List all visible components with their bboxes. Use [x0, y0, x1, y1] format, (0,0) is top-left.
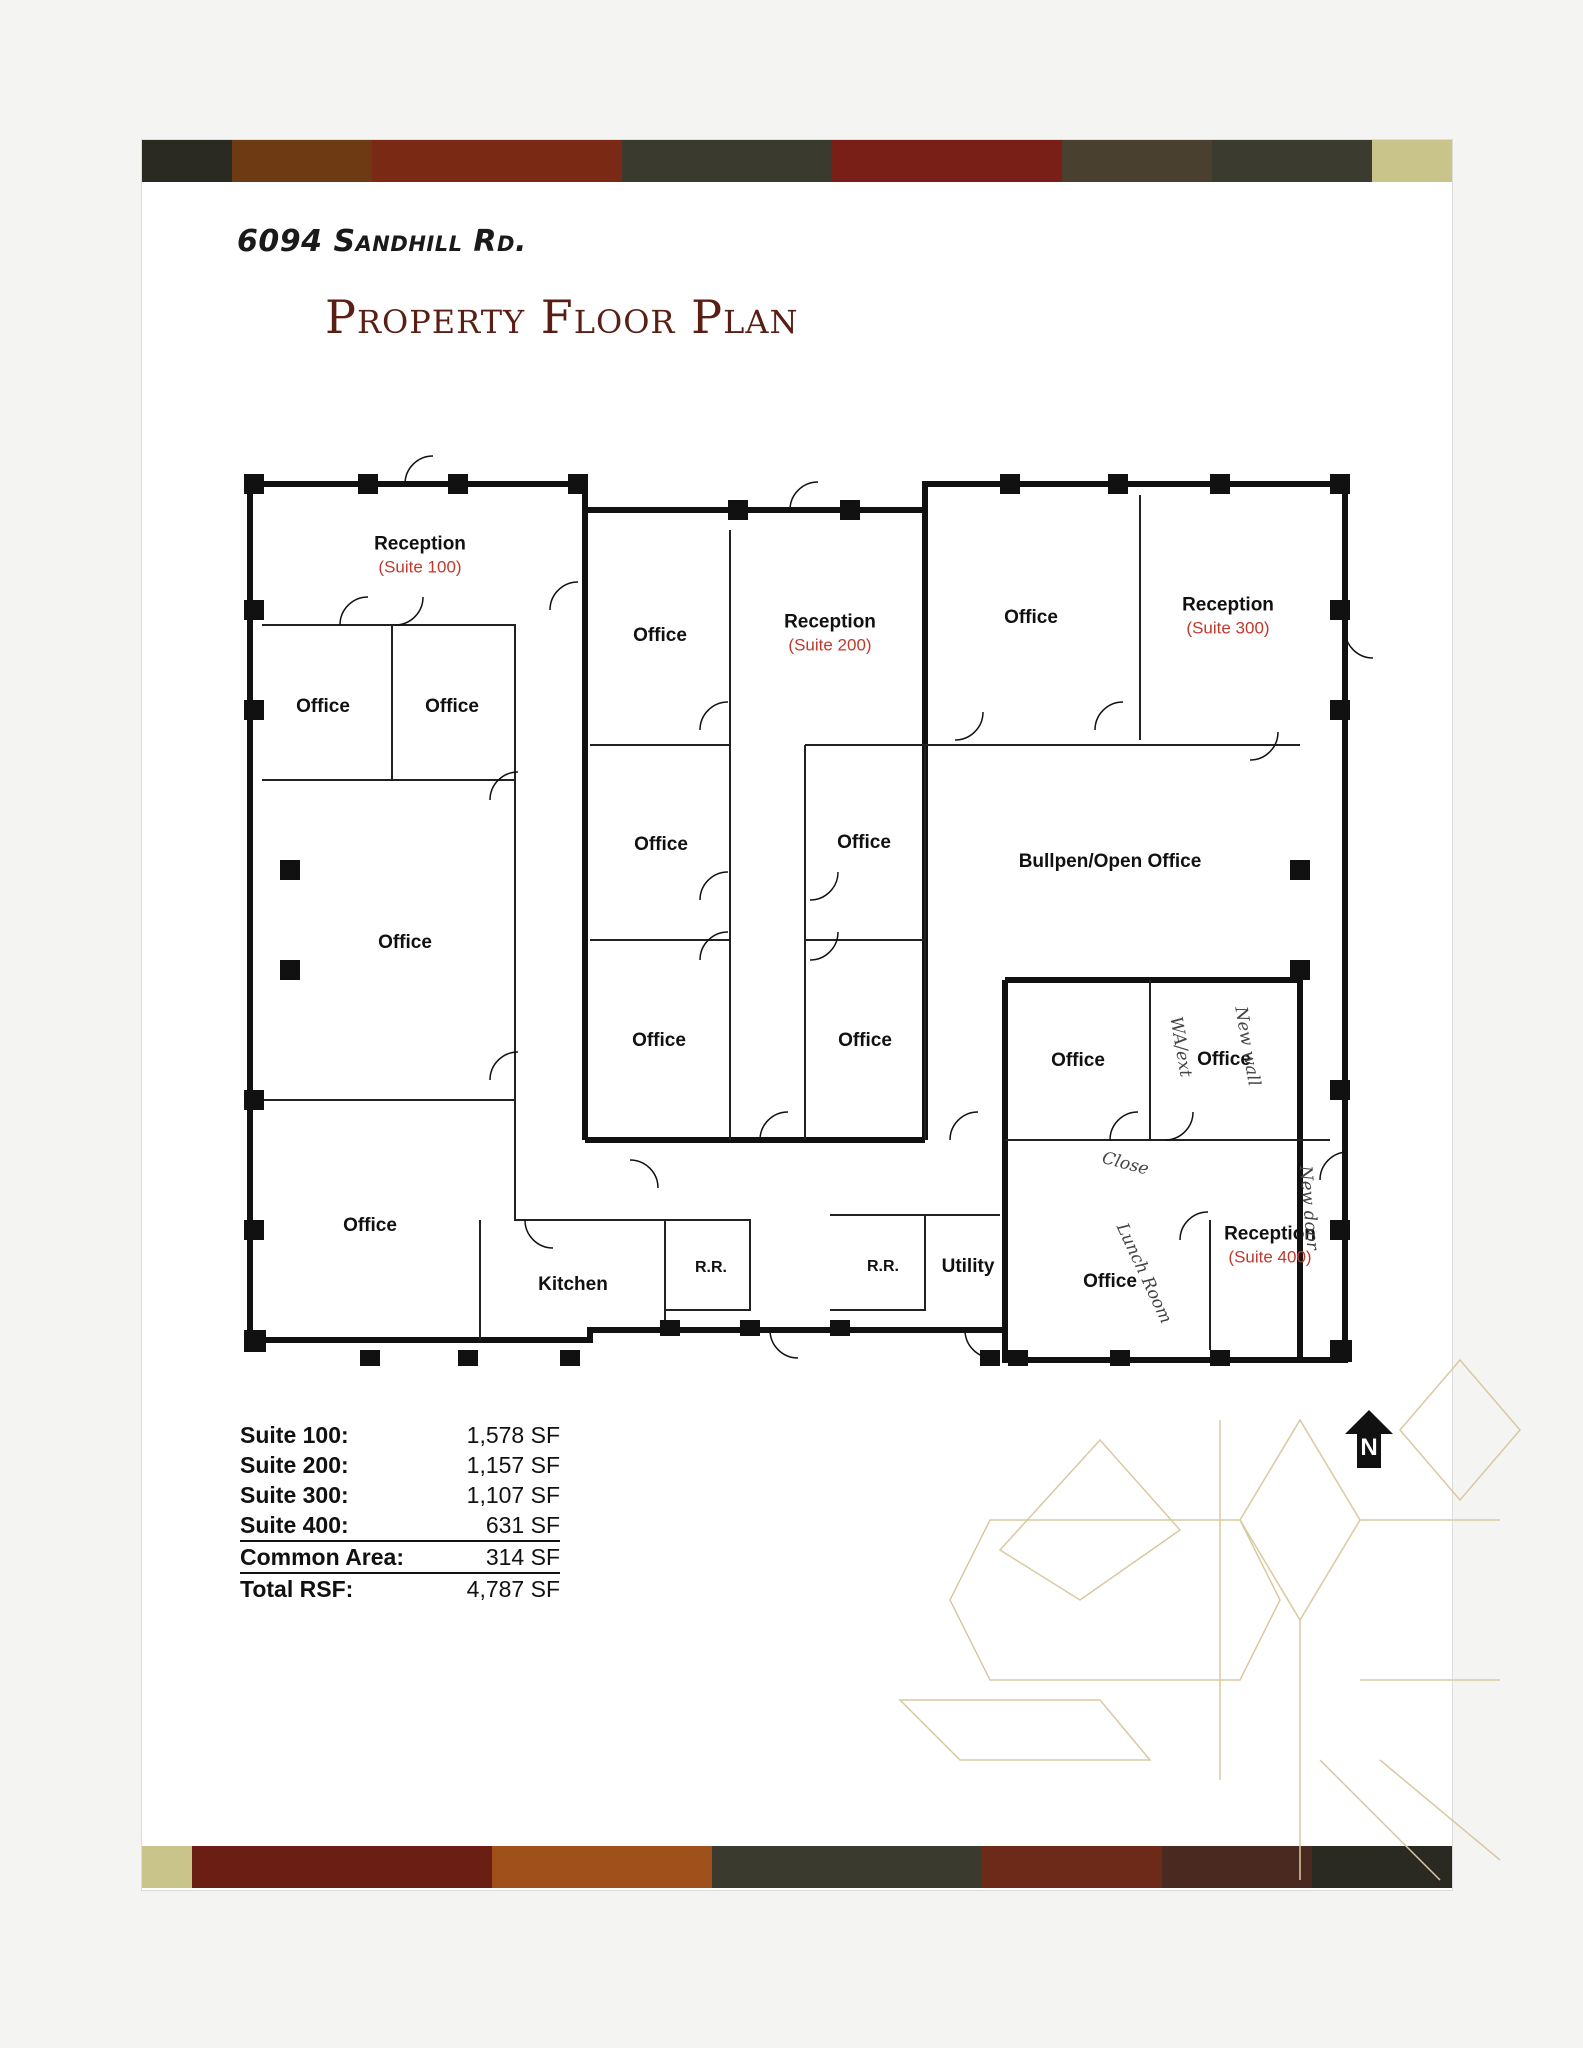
room-office: Office — [837, 832, 891, 854]
room-office: Office — [343, 1215, 397, 1237]
room-utility: Utility — [941, 1256, 995, 1278]
room-office: Office — [1083, 1271, 1137, 1293]
top-color-band — [142, 140, 1452, 182]
room-bullpen: Bullpen/Open Office — [1018, 851, 1202, 873]
room-reception-suite-200: Reception(Suite 200) — [784, 611, 876, 655]
area-summary-table: Suite 100:1,578 SF Suite 200:1,157 SF Su… — [240, 1420, 560, 1604]
room-office: Office — [296, 696, 350, 718]
area-row: Common Area:314 SF — [240, 1542, 560, 1574]
area-row: Suite 300:1,107 SF — [240, 1482, 560, 1508]
room-office: Office — [378, 932, 432, 954]
area-row: Suite 100:1,578 SF — [240, 1422, 560, 1448]
property-address: 6094 Sandhill Rd. — [237, 224, 527, 259]
room-reception-suite-100: Reception(Suite 100) — [374, 533, 466, 577]
room-kitchen: Kitchen — [538, 1274, 608, 1296]
page-sheet — [142, 140, 1452, 1890]
room-office: Office — [632, 1030, 686, 1052]
room-office: Office — [1051, 1050, 1105, 1072]
bottom-color-band — [142, 1846, 1452, 1888]
room-office: Office — [425, 696, 479, 718]
room-restroom: R.R. — [867, 1258, 899, 1275]
north-arrow-icon: N — [1343, 1408, 1395, 1470]
room-office: Office — [838, 1030, 892, 1052]
room-restroom: R.R. — [695, 1259, 727, 1276]
page-title: Property Floor Plan — [325, 290, 799, 344]
room-office: Office — [1004, 607, 1058, 629]
room-office: Office — [634, 834, 688, 856]
area-row-total: Total RSF:4,787 SF — [240, 1576, 560, 1602]
area-row: Suite 200:1,157 SF — [240, 1452, 560, 1478]
room-office: Office — [633, 625, 687, 647]
room-reception-suite-400: Reception(Suite 400) — [1224, 1223, 1316, 1267]
room-office: Office — [1197, 1049, 1251, 1071]
room-reception-suite-300: Reception(Suite 300) — [1182, 594, 1274, 638]
area-row: Suite 400:631 SF — [240, 1510, 560, 1542]
